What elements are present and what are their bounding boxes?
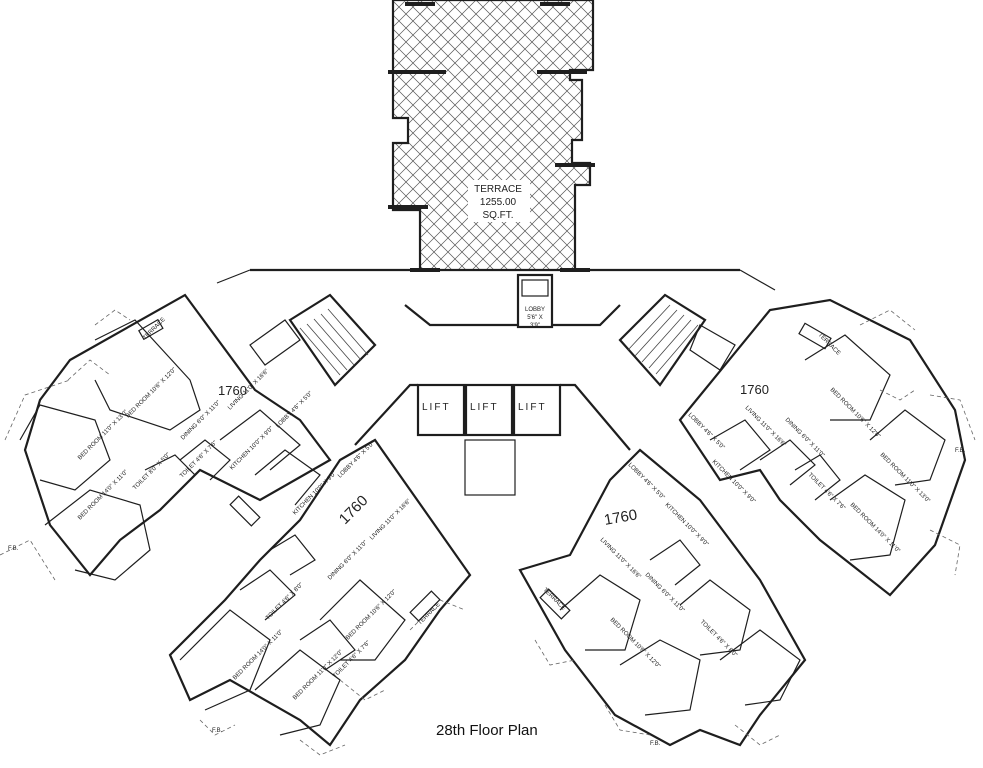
unit-top-right-lobby: LOBBY 4'6" X 5'0" [687,412,726,451]
unit-top-right-kitchen: KITCHEN 10'0" X 9'0" [711,459,757,505]
unit-bottom-left-area: 1760 [336,492,372,528]
unit-bottom-right-bed1: BED ROOM 10'6" X 12'0" [609,617,662,670]
unit-top-left: 1760 LIVING 11'0" X 16'6" DINING 6'0" X … [0,293,332,581]
unit-bottom-right-fb: F.B. [650,741,661,747]
unit-bottom-left: 1760 LIVING 11'0" X 16'6" DINING 6'0" X … [168,438,472,756]
unit-top-left-toilet1: TOILET 4'6" X 7'6" [179,440,218,479]
terrace-label: TERRACE [474,184,522,195]
unit-top-right-bed3: BED ROOM 14'0" X 11'0" [849,502,901,554]
terrace-area: 1255.00 [480,197,517,208]
unit-bottom-left-bed1: BED ROOM 10'6" X 12'0" [345,589,398,642]
unit-bottom-right: 1760 LIVING 11'0" X 16'6" DINING 6'0" X … [518,448,807,747]
unit-bottom-left-toilet1: TOILET 4'6" X 8'0" [265,582,304,621]
lift-bank: LIFT LIFT LIFT [354,383,631,496]
unit-bottom-right-area: 1760 [603,506,639,529]
plan-title: 28th Floor Plan [436,722,538,739]
unit-bottom-left-lobby: LOBBY 4'6" X 5'0" [337,441,376,480]
unit-bottom-right-lobby: LOBBY 4'6" X 5'0" [627,462,666,501]
unit-top-right-bed2: BED ROOM 11'0" X 13'0" [879,452,931,504]
unit-bottom-left-fb: F.B. [212,728,223,734]
unit-bottom-right-kitchen: KITCHEN 10'0" X 9'0" [664,502,710,548]
lift-1-label: LIFT [422,402,451,413]
unit-top-left-terrace: TERRACE [142,317,167,342]
unit-bottom-right-dining: DINING 6'0" X 11'0" [644,572,686,614]
unit-top-right: 1760 LIVING 11'0" X 16'6" DINING 6'0" X … [678,298,976,597]
lobby-dim-2: 3'9" [530,323,540,329]
unit-bottom-left-dining: DINING 6'0" X 11'0" [327,540,369,582]
lift-3-label: LIFT [518,402,547,413]
terrace-unit: SQ.FT. [482,210,513,221]
unit-top-left-bed3: BED ROOM 14'0" X 11'0" [77,469,129,521]
unit-top-right-dining: DINING 6'0" X 11'0" [784,417,826,459]
unit-bottom-right-terrace: TERRACE [542,587,567,612]
staircase-left [249,293,377,387]
lobby-dim-1: 5'6" X [527,315,543,321]
central-core: LOBBY 5'6" X 3'9" LIFT LIFT LIFT [216,268,776,496]
unit-top-left-area: 1760 [218,383,247,398]
unit-top-right-toilet1: TOILET 4'6" X 7'6" [807,472,846,511]
staircase-right [618,293,736,387]
unit-top-left-toilet2: TOILET 8'0" X 5'0" [132,452,171,491]
unit-top-right-terrace: TERRACE [817,332,842,357]
unit-top-left-lobby: LOBBY 4'6" X 5'0" [275,391,314,430]
unit-top-left-bed1: BED ROOM 10'6" X 12'0" [125,367,178,420]
terrace-block: TERRACE 1255.00 SQ.FT. [388,0,595,272]
unit-top-left-dining: DINING 6'0" X 11'0" [180,400,222,442]
unit-bottom-left-bed3: BED ROOM 14'0" X 11'0" [232,629,284,681]
unit-bottom-left-living: LIVING 11'0" X 16'6" [369,498,412,541]
unit-top-right-fb: F.B. [955,448,966,454]
unit-bottom-right-living: LIVING 11'0" X 16'6" [599,537,642,580]
unit-top-right-area: 1760 [740,382,769,397]
lobby-label: LOBBY [525,307,545,313]
lift-2-label: LIFT [470,402,499,413]
unit-top-left-fb: F.B. [8,546,19,552]
